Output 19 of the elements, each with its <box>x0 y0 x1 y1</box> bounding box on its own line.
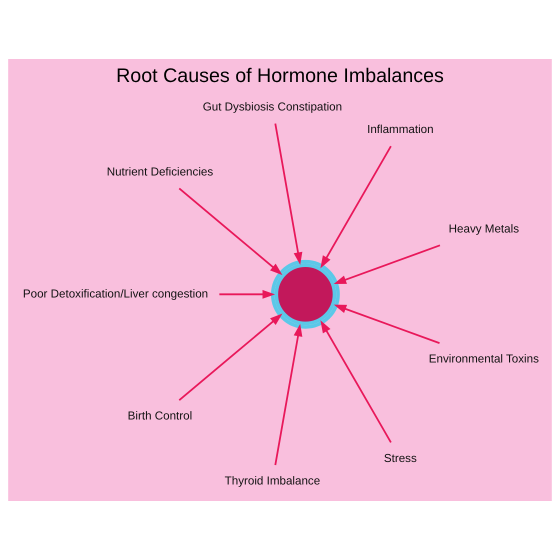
node-text: Gut Dysbiosis Constipation <box>202 100 342 114</box>
node-text: Birth Control <box>128 409 192 422</box>
arrow <box>219 290 276 299</box>
node-text: Inflammation <box>367 122 434 136</box>
diagram-title: Root Causes of Hormone Imbalances <box>116 64 444 87</box>
arrow <box>178 314 282 401</box>
node-text: Environmental Toxins <box>428 352 539 366</box>
node-text: Heavy Metals <box>448 222 520 236</box>
node-text: Thyroid Imbalance <box>224 474 320 488</box>
arrow <box>320 146 392 268</box>
node-text: Poor Detoxification/Liver congestion <box>22 287 208 300</box>
arrow <box>274 123 302 265</box>
arrow <box>334 304 440 344</box>
arrow <box>178 188 282 276</box>
arrow <box>274 324 302 466</box>
node-text: Stress <box>384 452 417 465</box>
arrow <box>334 244 440 284</box>
arrow <box>320 320 392 443</box>
node-text: Nutrient Deficiencies <box>106 165 214 178</box>
